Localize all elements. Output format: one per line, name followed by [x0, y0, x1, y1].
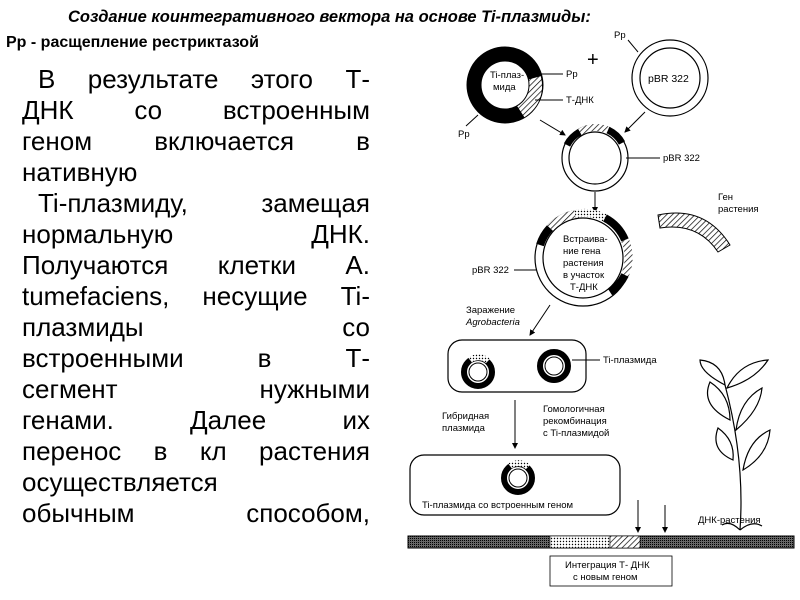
agrobacterium-cell-integrated: [409, 454, 621, 516]
insert-label: ние гена: [563, 246, 601, 257]
pbr322-label: pBR 322: [648, 73, 689, 85]
slide-title: Создание коинтегративного вектора на осн…: [68, 8, 591, 26]
t-dna-label: Т-ДНК: [566, 95, 594, 106]
pp-label: Рр: [614, 30, 626, 41]
ti-plasmid-small-label: Ti-плазмида: [603, 355, 657, 366]
insert-label: растения: [563, 258, 604, 269]
arrow: [624, 111, 646, 133]
plant-dna-strip: [407, 535, 795, 549]
insert-label: Т-ДНК: [570, 282, 598, 293]
body-line: tumefaciens, несущие Ti-: [22, 281, 370, 311]
integration-label: Интеграция Т- ДНК: [565, 560, 650, 571]
integration-label-box: [549, 555, 673, 587]
ti-with-gene-label: Ti-плазмида со встроенным геном: [422, 500, 573, 511]
infection-label: Заражение: [466, 305, 515, 316]
body-line: плазмиды со: [22, 312, 370, 342]
agrobacterium-cell: [447, 339, 587, 393]
body-line: обычным способом,: [22, 498, 370, 528]
ti-plasmid-in-cell: [537, 349, 571, 383]
ti-plasmid-label: мида: [493, 82, 516, 93]
plant-gene-fragment: [657, 212, 731, 253]
body-line: сегмент нужными: [22, 374, 370, 404]
plant-dna-label: ДНК-растения: [698, 515, 761, 526]
body-line: В результате этого Т-: [38, 64, 370, 94]
gene-label: растения: [718, 204, 759, 215]
hybrid-plasmid: [461, 354, 495, 389]
arrow: [539, 119, 566, 136]
insert-label: в участок: [563, 270, 605, 281]
body-text: В результате этого Т- ДНК со встроенным …: [22, 64, 370, 529]
plus-sign: +: [587, 49, 599, 71]
pp-pointer: [465, 114, 479, 127]
body-line: нормальную ДНК.: [22, 219, 370, 249]
body-line: осуществляется: [22, 467, 218, 497]
body-line: Получаются клетки А.: [22, 250, 370, 280]
cointegrative-vector-diagram: Ti-плаз- мида Рр Т-ДНК Рр + pBR 322 Рр p…: [407, 30, 795, 587]
pp-label: Рр: [566, 69, 578, 80]
pbr322-label: pBR 322: [472, 265, 509, 276]
ti-plasmid-with-gene: [501, 460, 535, 495]
body-line: Ti-плазмиду, замещая: [38, 188, 370, 218]
recomb-label: с Ti-плазмидой: [543, 428, 609, 439]
ti-plasmid: [466, 46, 544, 124]
recombinant-pbr322: [561, 123, 629, 192]
hybrid-label: Гибридная: [442, 411, 489, 422]
recomb-label: Гомологичная: [543, 404, 605, 415]
pp-pointer: [627, 39, 639, 53]
pbr322-label: pBR 322: [663, 153, 700, 164]
plant-illustration: [699, 359, 771, 531]
body-line: генами. Далее их: [22, 405, 370, 435]
ti-plasmid-label: Ti-плаз-: [490, 70, 524, 81]
infection-label: Agrobacteria: [465, 317, 520, 328]
body-line: нативную: [22, 157, 138, 187]
pbr322-with-gene: [534, 208, 633, 307]
pp-label: Рр: [458, 129, 470, 140]
hybrid-label: плазмида: [442, 423, 486, 434]
body-line: встроенными в Т-: [22, 343, 370, 373]
body-line: геном включается в: [22, 126, 370, 156]
arrow: [529, 304, 551, 336]
slide-subtitle: Рр - расщепление рестриктазой: [6, 34, 259, 51]
integration-label: с новым геном: [573, 572, 638, 583]
body-line: перенос в кл растения: [22, 436, 370, 466]
insert-label: Встраива-: [563, 234, 608, 245]
body-line: ДНК со встроенным: [22, 95, 370, 125]
gene-label: Ген: [718, 192, 733, 203]
pbr322-plasmid: [631, 39, 709, 117]
recomb-label: рекомбинация: [543, 416, 607, 427]
